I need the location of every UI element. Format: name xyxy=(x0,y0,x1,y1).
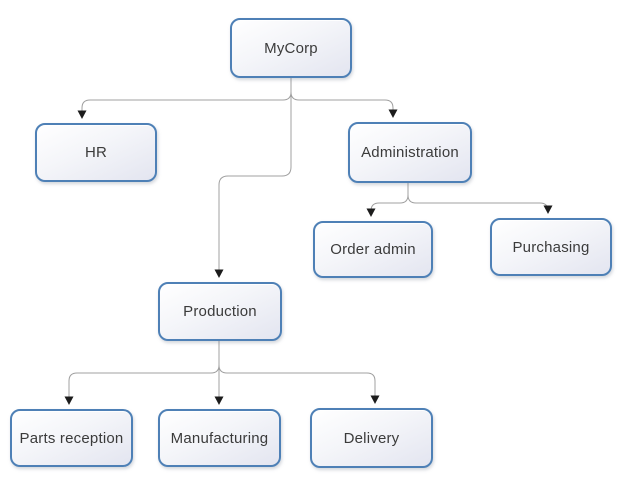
connector-mycorp-production[interactable] xyxy=(214,78,292,278)
connector-mycorp-hr[interactable] xyxy=(77,78,292,119)
arrowhead-icon xyxy=(370,395,380,404)
arrowhead-icon xyxy=(388,109,398,118)
node-label: Order admin xyxy=(330,241,416,258)
node-manufacturing[interactable]: Manufacturing xyxy=(158,409,281,467)
connector-production-parts-reception[interactable] xyxy=(64,341,220,405)
connector-line[interactable] xyxy=(68,341,220,399)
connector-mycorp-administration[interactable] xyxy=(290,78,398,118)
connector-production-delivery[interactable] xyxy=(218,341,380,404)
node-mycorp[interactable]: MyCorp xyxy=(230,18,352,78)
node-purchasing[interactable]: Purchasing xyxy=(490,218,612,276)
connector-line[interactable] xyxy=(370,183,409,212)
node-label: HR xyxy=(84,144,108,161)
arrowhead-icon xyxy=(64,396,74,405)
node-label: Production xyxy=(183,303,257,320)
arrowhead-icon xyxy=(77,110,87,119)
arrowhead-icon xyxy=(543,205,553,214)
node-parts-reception[interactable]: Parts reception xyxy=(10,409,133,467)
connector-line[interactable] xyxy=(407,183,549,212)
connector-line[interactable] xyxy=(81,78,292,113)
connector-administration-purchasing[interactable] xyxy=(407,183,553,214)
node-administration[interactable]: Administration xyxy=(348,122,472,183)
connector-administration-order-admin[interactable] xyxy=(366,183,409,217)
node-production[interactable]: Production xyxy=(158,282,282,341)
node-label: Purchasing xyxy=(512,238,590,256)
node-label: Delivery xyxy=(343,429,400,447)
node-hr[interactable]: HR xyxy=(35,123,157,182)
node-label: Parts reception xyxy=(19,429,124,447)
node-order-admin[interactable]: Order admin xyxy=(313,221,433,278)
connector-line[interactable] xyxy=(218,78,292,272)
node-label: MyCorp xyxy=(264,39,318,57)
arrowhead-icon xyxy=(366,208,376,217)
arrowhead-icon xyxy=(214,396,224,405)
node-label: Manufacturing xyxy=(170,429,269,447)
node-label: Administration xyxy=(361,144,459,161)
node-delivery[interactable]: Delivery xyxy=(310,408,433,468)
arrowhead-icon xyxy=(214,269,224,278)
connector-line[interactable] xyxy=(290,78,394,112)
connector-line[interactable] xyxy=(218,341,376,398)
